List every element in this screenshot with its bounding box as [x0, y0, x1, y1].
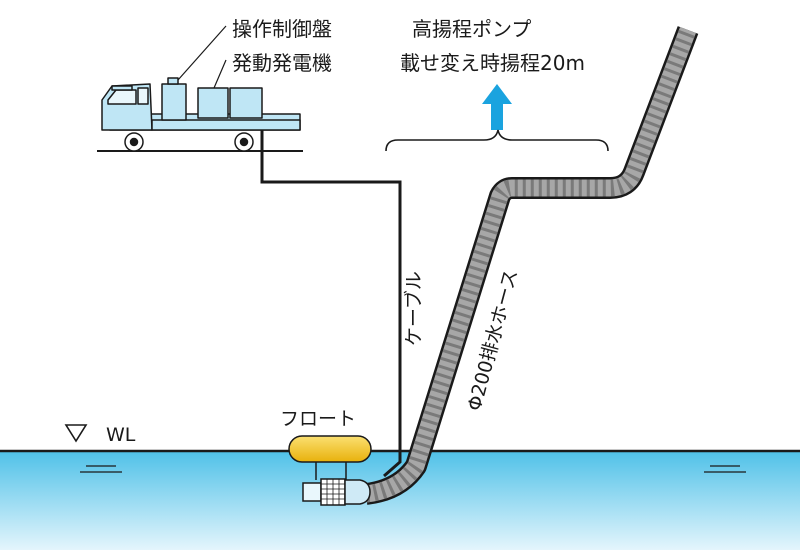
drain-hose: [364, 26, 699, 505]
range-brace: [385, 129, 609, 152]
water-level-label: WL: [106, 424, 136, 446]
pump-icon: [302, 478, 371, 506]
water-ripple-marks: [80, 465, 746, 473]
float-label: フロート: [280, 408, 356, 430]
control-panel-label: 操作制御盤: [232, 17, 332, 41]
cable-line: [260, 130, 402, 478]
label-leader-lines: [177, 25, 227, 89]
float-icon: [288, 435, 372, 480]
water-level-triangle-icon: [64, 424, 88, 443]
truck-icon: [101, 77, 301, 152]
generator-label: 発動発電機: [232, 51, 332, 75]
cable-label: ケーブル: [402, 271, 425, 346]
pump-spec-label: 載せ変え時揚程20m: [400, 51, 585, 75]
water-body: [0, 451, 800, 550]
up-arrow-icon: [482, 84, 512, 130]
pump-title-label: 高揚程ポンプ: [412, 17, 531, 41]
